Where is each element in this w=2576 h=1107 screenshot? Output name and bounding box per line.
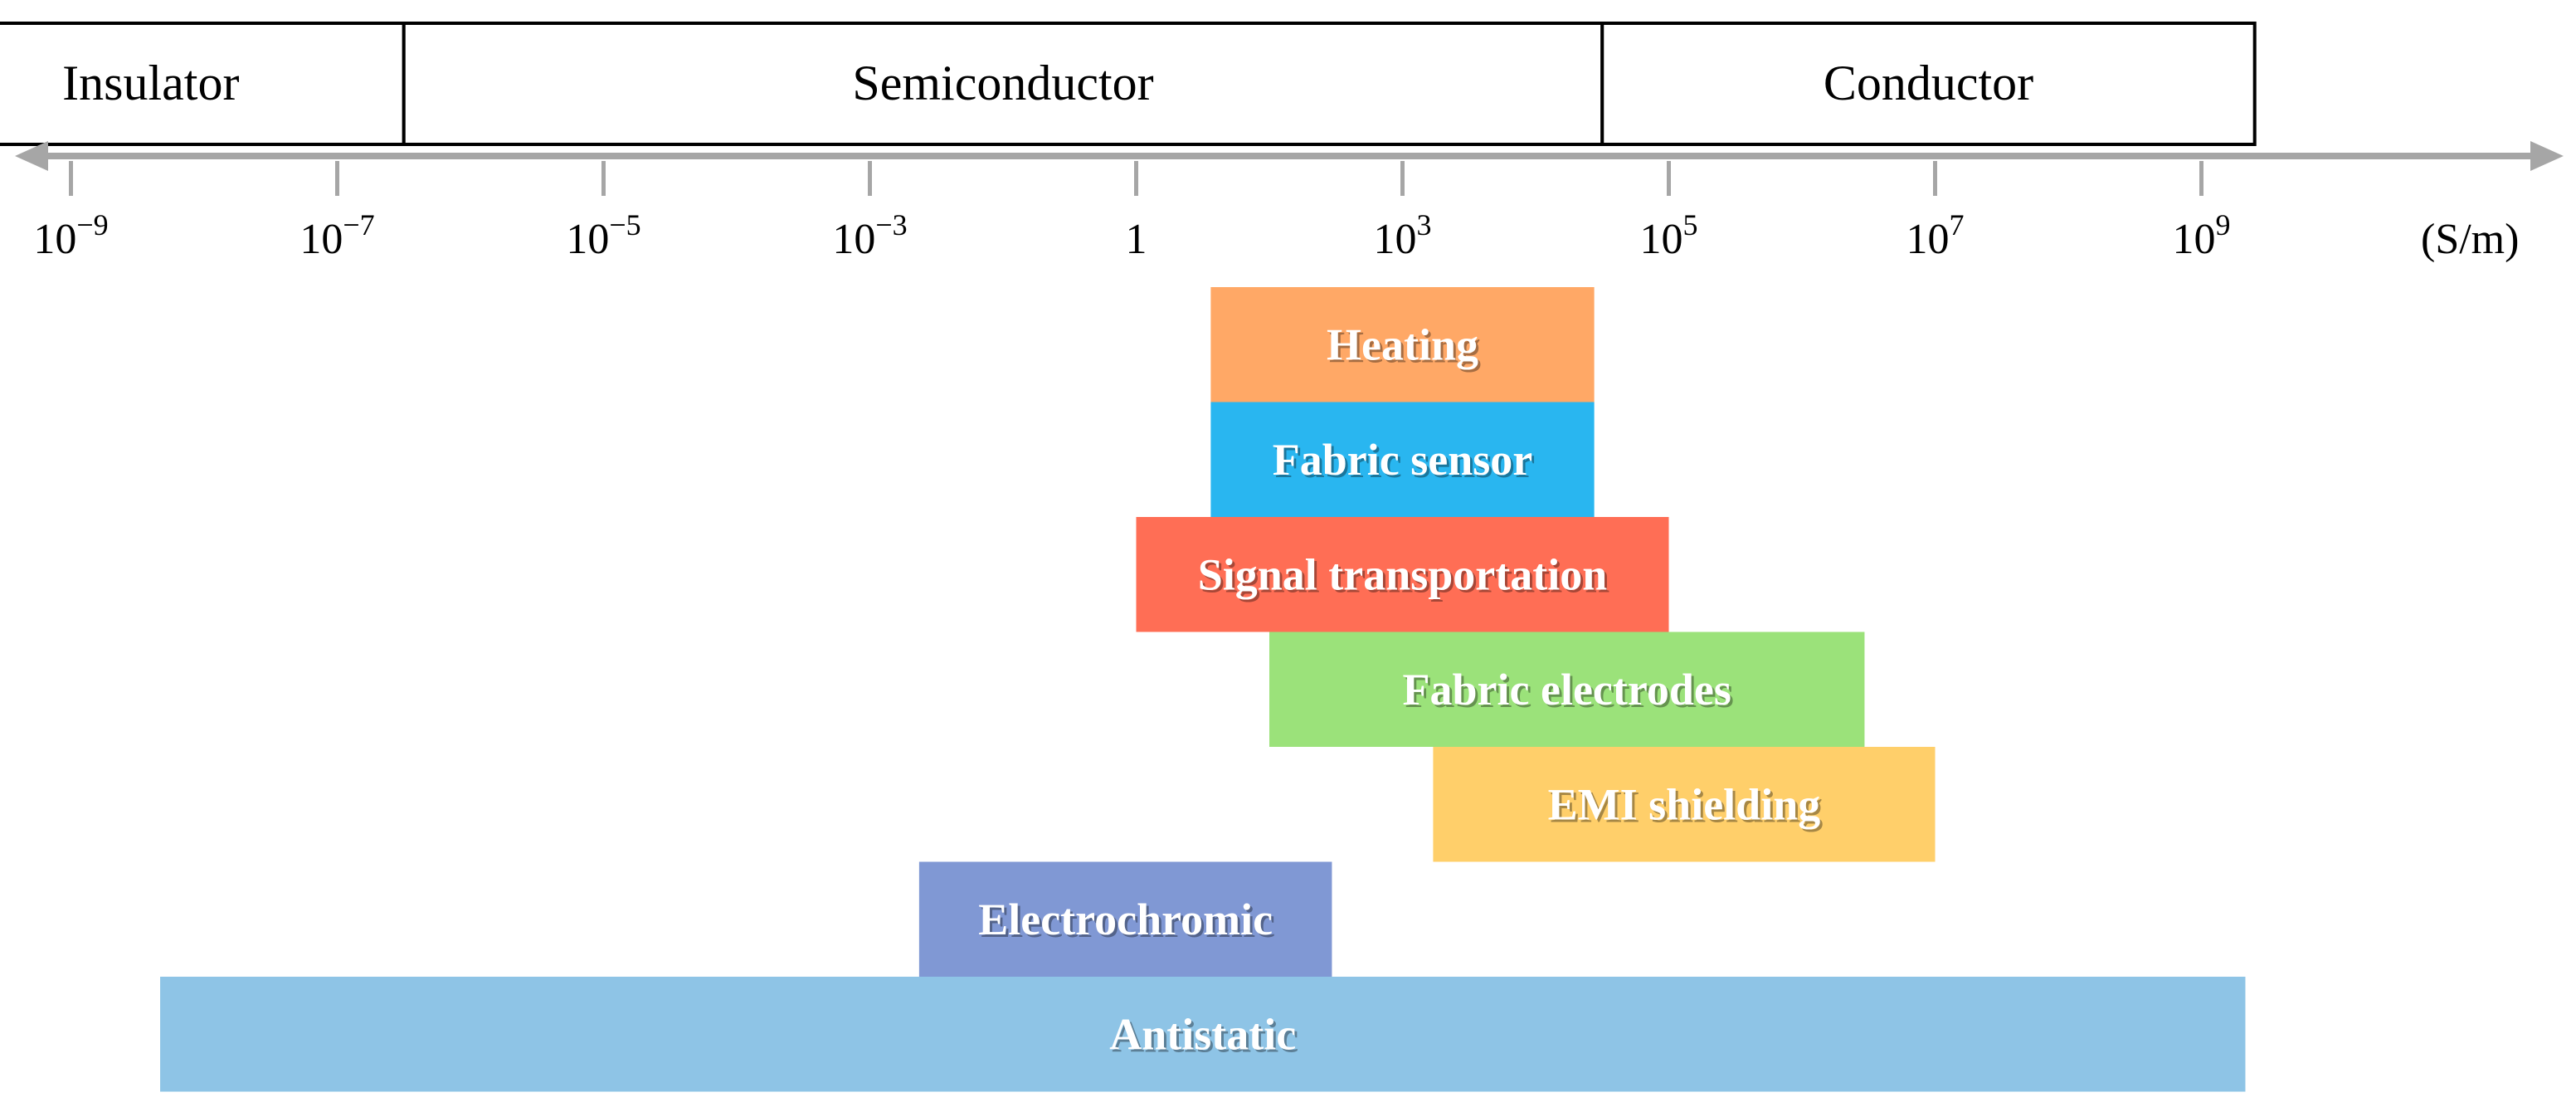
category-box bbox=[0, 22, 406, 146]
application-bar bbox=[1210, 402, 1595, 517]
category-box bbox=[1600, 22, 2257, 146]
application-label-shadow: Electrochromic bbox=[981, 897, 1275, 947]
tick-base: 10 bbox=[2173, 216, 2216, 263]
application-label: Fabric sensor bbox=[1273, 435, 1532, 485]
tick-exponent: 7 bbox=[1950, 208, 1965, 241]
application-label-shadow: Fabric sensor bbox=[1275, 437, 1535, 487]
tick-base: 10 bbox=[33, 216, 76, 263]
axis-arrow-left-icon bbox=[15, 141, 48, 171]
category-label: Semiconductor bbox=[852, 56, 1153, 110]
category-label: Conductor bbox=[1824, 56, 2033, 110]
application-label: Signal transportation bbox=[1198, 549, 1608, 599]
axis-tick-label: 1 bbox=[1126, 216, 1147, 263]
application-bar bbox=[1210, 287, 1595, 402]
application-bar bbox=[1136, 517, 1669, 632]
tick-exponent: 5 bbox=[1683, 208, 1698, 241]
tick-base: 10 bbox=[1906, 216, 1950, 263]
application-bar bbox=[1433, 747, 1936, 862]
tick-exponent: −9 bbox=[76, 208, 108, 241]
application-label-shadow: Signal transportation bbox=[1200, 552, 1610, 602]
application-label: Heating bbox=[1327, 319, 1478, 369]
application-bar bbox=[918, 861, 1332, 977]
tick-exponent: −5 bbox=[609, 208, 640, 241]
application-label: EMI shielding bbox=[1548, 779, 1821, 829]
axis-unit-label: (S/m) bbox=[2421, 216, 2519, 263]
axis-tick-label: 103 bbox=[1374, 208, 1432, 263]
application-label: Antistatic bbox=[1109, 1009, 1296, 1059]
tick-base: 10 bbox=[299, 216, 343, 263]
category-boxes: Insulator Semiconductor Conductor bbox=[0, 22, 2257, 146]
tick-base: 1 bbox=[1126, 216, 1147, 263]
tick-exponent: −7 bbox=[343, 208, 374, 241]
tick-base: 10 bbox=[1640, 216, 1683, 263]
application-label: Electrochromic bbox=[978, 895, 1273, 944]
axis-tick-label: 10−7 bbox=[299, 208, 374, 263]
tick-base: 10 bbox=[1374, 216, 1417, 263]
application-label-shadow: Heating bbox=[1329, 322, 1481, 372]
axis-tick-label: 10−5 bbox=[566, 208, 640, 263]
application-bar bbox=[1269, 632, 1865, 747]
axis-arrow-right-icon bbox=[2530, 141, 2564, 171]
tick-exponent: −3 bbox=[875, 208, 907, 241]
tick-exponent: 3 bbox=[1417, 208, 1432, 241]
application-bar bbox=[160, 977, 2246, 1092]
application-label-shadow: EMI shielding bbox=[1551, 782, 1824, 831]
axis-tick-label: 105 bbox=[1640, 208, 1698, 263]
category-box bbox=[402, 22, 1605, 146]
axis-tick-label: 107 bbox=[1906, 208, 1965, 263]
tick-exponent: 9 bbox=[2216, 208, 2231, 241]
tick-base: 10 bbox=[566, 216, 609, 263]
category-label: Insulator bbox=[62, 56, 239, 110]
application-label: Fabric electrodes bbox=[1403, 665, 1731, 714]
application-label-shadow: Antistatic bbox=[1112, 1012, 1298, 1061]
axis-tick-label: 10−9 bbox=[33, 208, 108, 263]
application-label-shadow: Fabric electrodes bbox=[1405, 667, 1734, 717]
tick-base: 10 bbox=[832, 216, 875, 263]
axis-tick-label: 109 bbox=[2173, 208, 2231, 263]
axis-tick-label: 10−3 bbox=[832, 208, 907, 263]
